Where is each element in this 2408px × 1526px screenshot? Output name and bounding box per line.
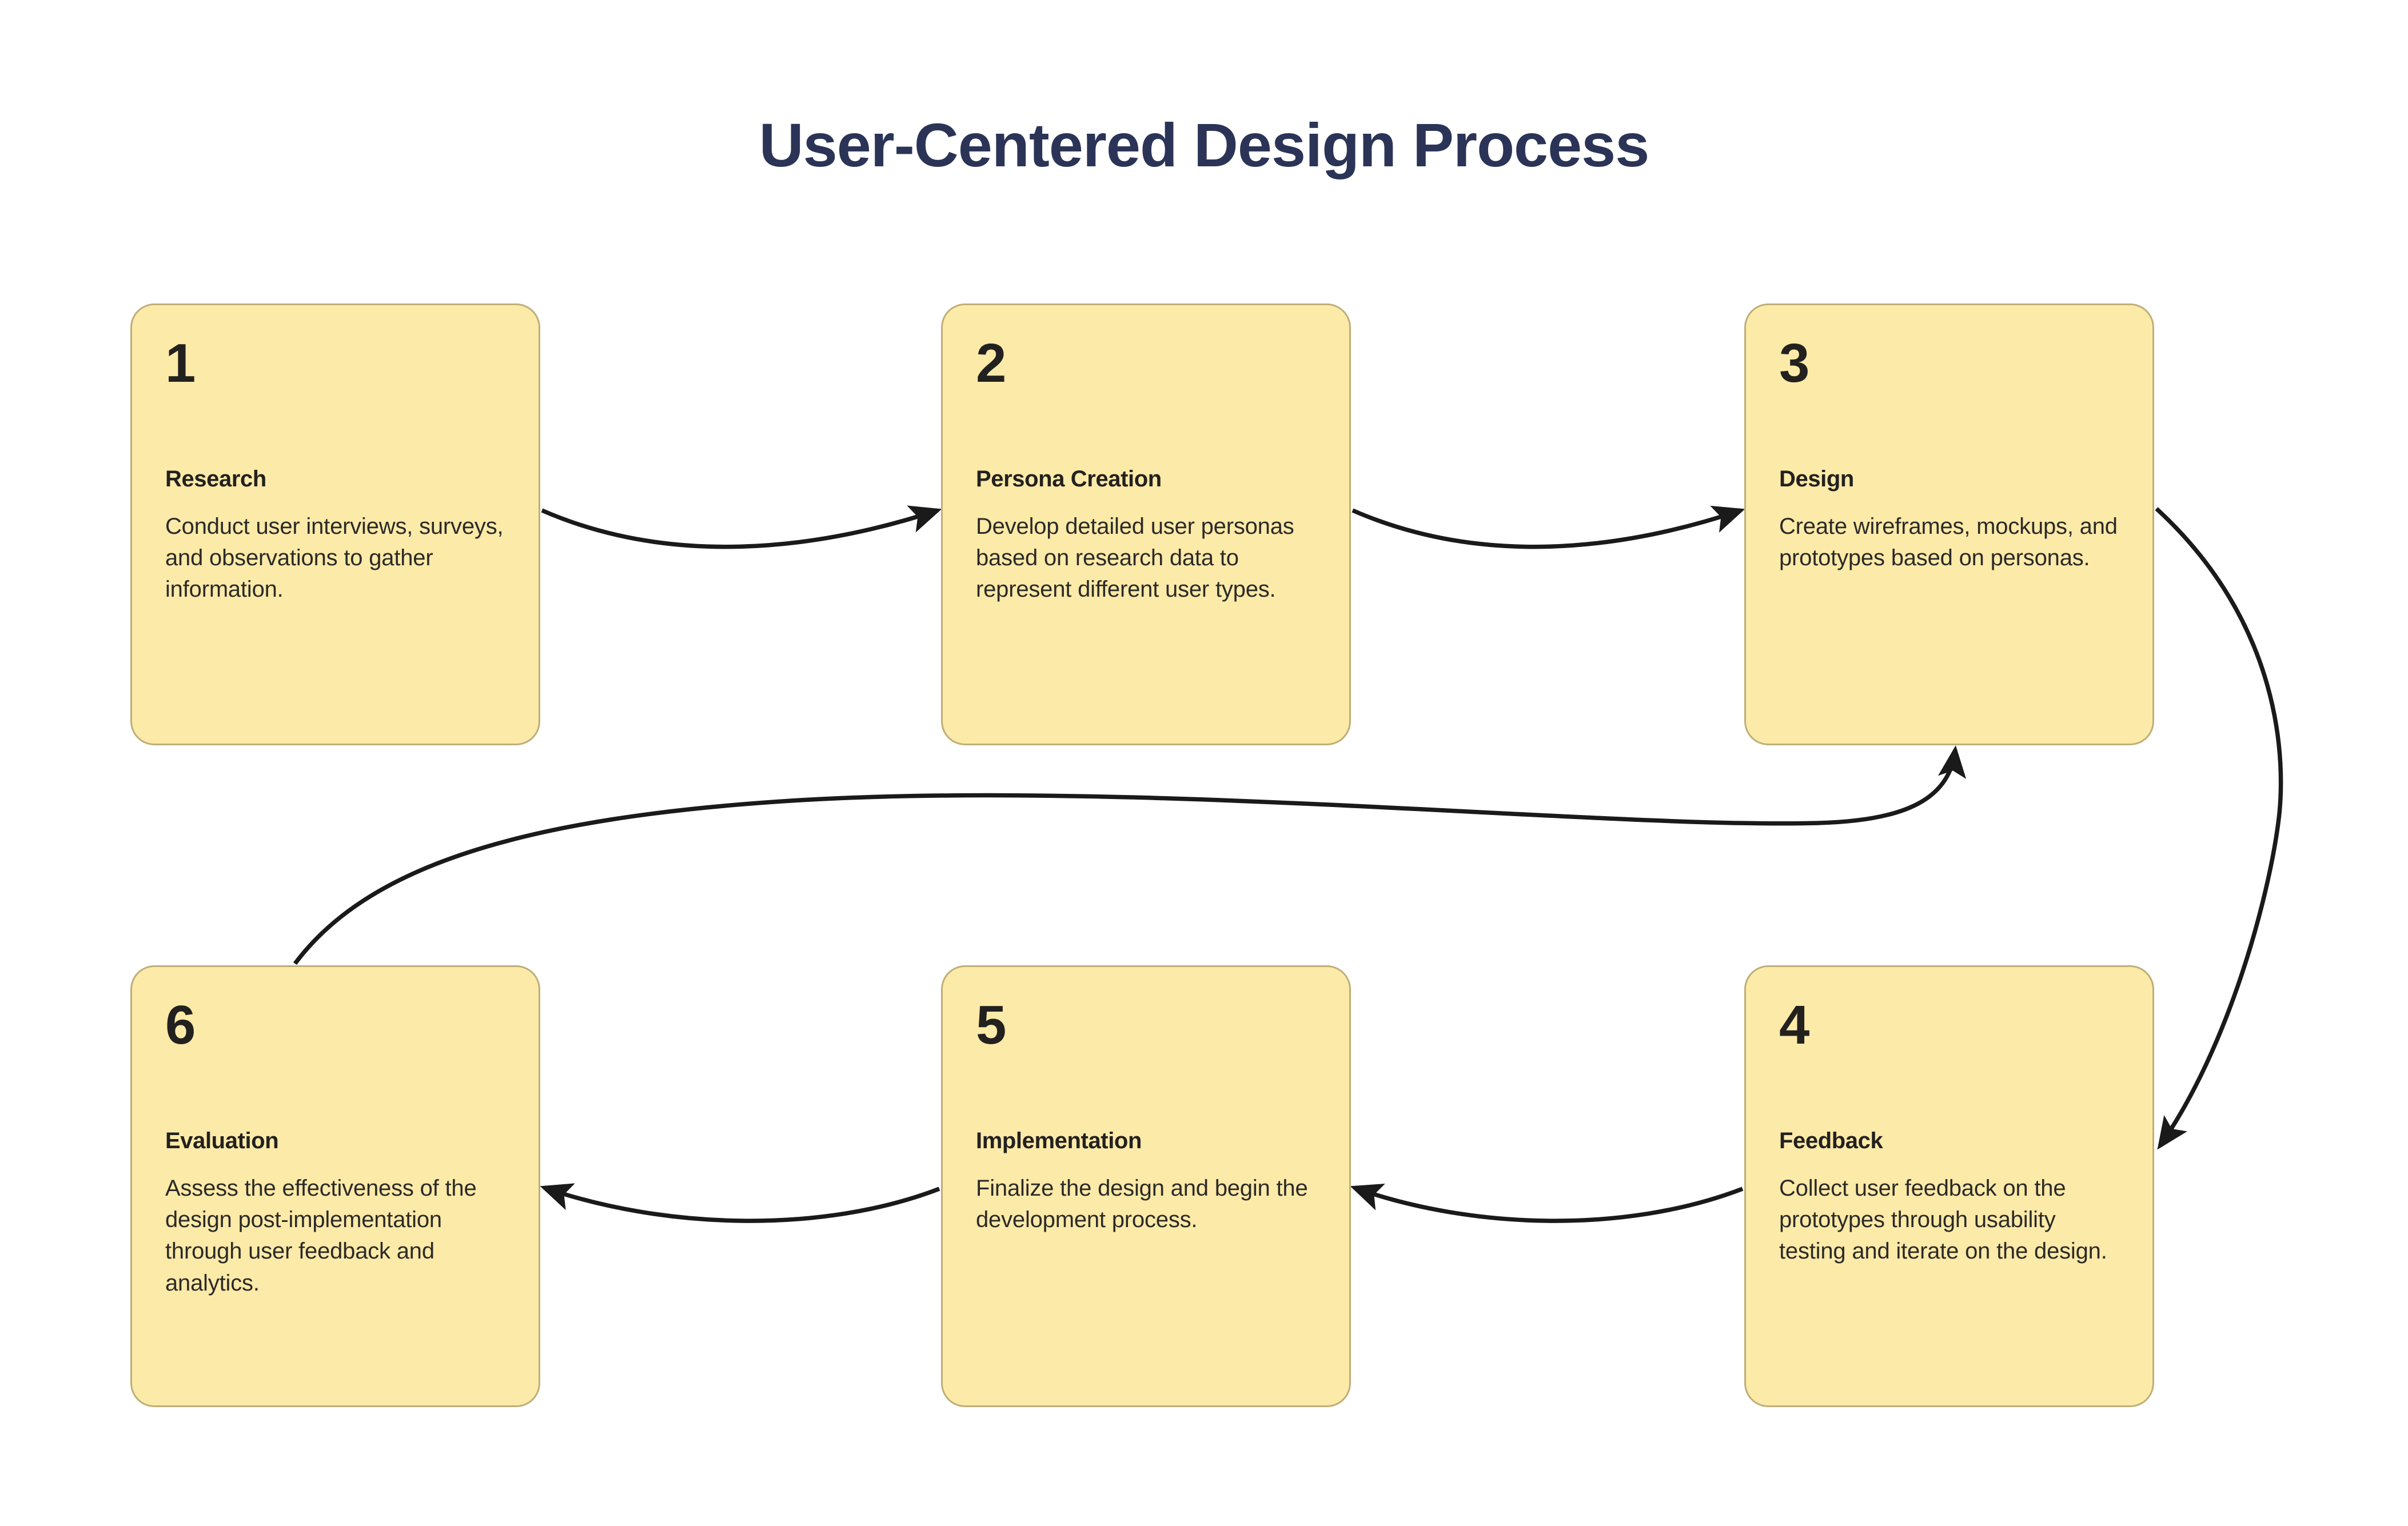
step-number: 4 (1779, 994, 1809, 1056)
page-title: User-Centered Design Process (759, 110, 1650, 179)
step-description: Assess the effectiveness of the design p… (165, 1176, 477, 1296)
step-description: Collect user feedback on the prototypes … (1779, 1176, 2107, 1264)
step-description: Finalize the design and begin the develo… (976, 1176, 1308, 1233)
step-title: Research (165, 466, 266, 492)
step-number: 3 (1779, 333, 1809, 394)
step-card-4[interactable]: 4 Feedback Collect user feedback on the … (1744, 965, 2154, 1407)
step-number: 1 (165, 333, 196, 394)
connector-6-to-3 (293, 745, 1967, 965)
step-card-1[interactable]: 1 Research Conduct user interviews, surv… (130, 303, 540, 745)
step-description: Develop detailed user personas based on … (976, 514, 1294, 602)
step-title: Implementation (976, 1128, 1142, 1153)
step-title: Persona Creation (976, 466, 1162, 492)
step-number: 6 (165, 994, 196, 1056)
connector-4-to-5 (1350, 1183, 1744, 1223)
connector-1-to-2 (541, 505, 942, 549)
step-number: 5 (976, 994, 1006, 1056)
step-card-5[interactable]: 5 Implementation Finalize the design and… (941, 965, 1351, 1407)
step-title: Feedback (1779, 1128, 1883, 1153)
step-title: Design (1779, 466, 1854, 492)
step-card-2[interactable]: 2 Persona Creation Develop detailed user… (941, 303, 1351, 745)
connector-5-to-6 (540, 1183, 940, 1223)
step-card-6[interactable]: 6 Evaluation Assess the effectiveness of… (130, 965, 540, 1407)
connector-3-to-4 (2155, 507, 2283, 1150)
step-title: Evaluation (165, 1128, 279, 1153)
step-number: 2 (976, 333, 1006, 394)
step-description: Conduct user interviews, surveys, and ob… (165, 514, 504, 602)
step-card-3[interactable]: 3 Design Create wireframes, mockups, and… (1744, 303, 2154, 745)
step-description: Create wireframes, mockups, and prototyp… (1779, 514, 2118, 571)
connector-2-to-3 (1351, 505, 1745, 549)
